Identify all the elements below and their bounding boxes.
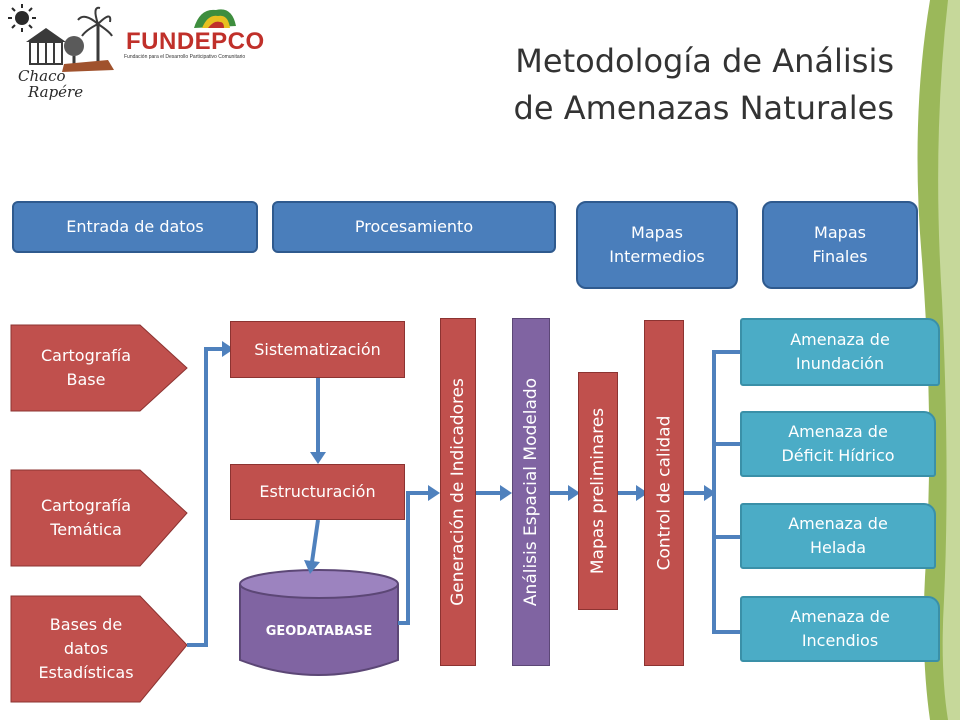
input-shape-bases-de-datos: [10, 595, 188, 703]
sistematizacion-label: Sistematización: [254, 339, 381, 359]
header-intermedios-line1: Mapas: [631, 223, 683, 242]
output-amenaza-inundacion: Amenaza de Inundación: [740, 318, 940, 386]
chaco-rapere-emblem-icon: [8, 4, 114, 72]
bar-control-de-calidad: Control de calidad: [644, 320, 684, 666]
bar-analisis-espacial-modelado: Análisis Espacial Modelado: [512, 318, 550, 666]
input-1-line1: Cartografía: [40, 346, 132, 365]
input-3-line3: Estadísticas: [38, 663, 134, 682]
title-line1: Metodología de Análisis: [515, 42, 894, 80]
header-intermedios-line2: Intermedios: [609, 247, 705, 266]
output-1-line2: Inundación: [795, 354, 885, 373]
chaco-rapere-logo: Chaco Rapére: [4, 2, 114, 106]
control-label: Control de calidad: [654, 415, 674, 571]
output-4-line1: Amenaza de: [790, 607, 890, 626]
header-finales-line2: Finales: [812, 247, 868, 266]
output-2-line1: Amenaza de: [788, 422, 888, 441]
process-estructuracion: Estructuración: [230, 464, 405, 520]
connector-output-bracket: [712, 350, 740, 634]
fundepco-name: FUNDEPCO: [126, 28, 265, 55]
bar-generacion-de-indicadores: Generación de Indicadores: [440, 318, 476, 666]
output-amenaza-helada: Amenaza de Helada: [740, 503, 936, 569]
input-2-line2: Temática: [50, 520, 122, 539]
bar-mapas-preliminares: Mapas preliminares: [578, 372, 618, 610]
geodatabase-label-box: GEODATABASE: [240, 612, 398, 652]
output-1-line1: Amenaza de: [790, 330, 890, 349]
chaco-logo-line1: Chaco: [18, 67, 66, 85]
geodatabase-cylinder: [239, 569, 399, 676]
input-3-line1: Bases de: [49, 615, 123, 634]
output-3-line1: Amenaza de: [788, 514, 888, 533]
input-shape-cartografia-tematica: [10, 469, 188, 567]
input-cartografia-tematica: Cartografía Temática: [11, 470, 161, 566]
input-1-line2: Base: [66, 370, 106, 389]
arrowheads: [222, 341, 716, 574]
input-3-line2: datos: [63, 639, 109, 658]
header-entrada-de-datos: Entrada de datos: [12, 201, 258, 253]
geodatabase-label: GEODATABASE: [265, 624, 373, 639]
preliminares-label: Mapas preliminares: [588, 407, 608, 575]
header-procesamiento-label: Procesamiento: [354, 217, 474, 236]
header-mapas-intermedios: Mapas Intermedios: [576, 201, 738, 289]
estructuracion-label: Estructuración: [259, 482, 376, 501]
fundepco-tagline: Fundación para el Desarrollo Participati…: [124, 54, 246, 60]
header-finales-line1: Mapas: [814, 223, 866, 242]
connector-geodatabase-to-indicadores: [398, 491, 430, 625]
connector-inputs-to-sistematizacion: [187, 347, 224, 647]
connector-estructuracion-to-geodatabase: [310, 519, 320, 563]
header-procesamiento: Procesamiento: [272, 201, 556, 253]
output-2-line2: Déficit Hídrico: [781, 446, 895, 465]
input-bases-de-datos: Bases de datos Estadísticas: [11, 596, 161, 702]
output-4-line2: Incendios: [801, 631, 879, 650]
input-2-line1: Cartografía: [40, 496, 132, 515]
fundepco-logo: FUNDEPCO Fundación para el Desarrollo Pa…: [120, 4, 292, 62]
title-line2: de Amenazas Naturales: [513, 89, 894, 127]
output-3-line2: Helada: [809, 538, 867, 557]
output-amenaza-incendios: Amenaza de Incendios: [740, 596, 940, 662]
indicadores-label: Generación de Indicadores: [448, 378, 469, 606]
output-amenaza-deficit-hidrico: Amenaza de Déficit Hídrico: [740, 411, 936, 477]
analisis-label: Análisis Espacial Modelado: [521, 377, 541, 607]
header-mapas-finales: Mapas Finales: [762, 201, 918, 289]
input-cartografia-base: Cartografía Base: [11, 325, 161, 411]
chaco-logo-line2: Rapére: [28, 83, 84, 101]
fundepco-emblem-icon: [194, 9, 236, 28]
process-sistematizacion: Sistematización: [230, 321, 405, 378]
page-title: Metodología de Análisis de Amenazas Natu…: [374, 38, 894, 132]
input-shape-cartografia-base: [10, 324, 188, 412]
header-entrada-label: Entrada de datos: [66, 217, 204, 236]
